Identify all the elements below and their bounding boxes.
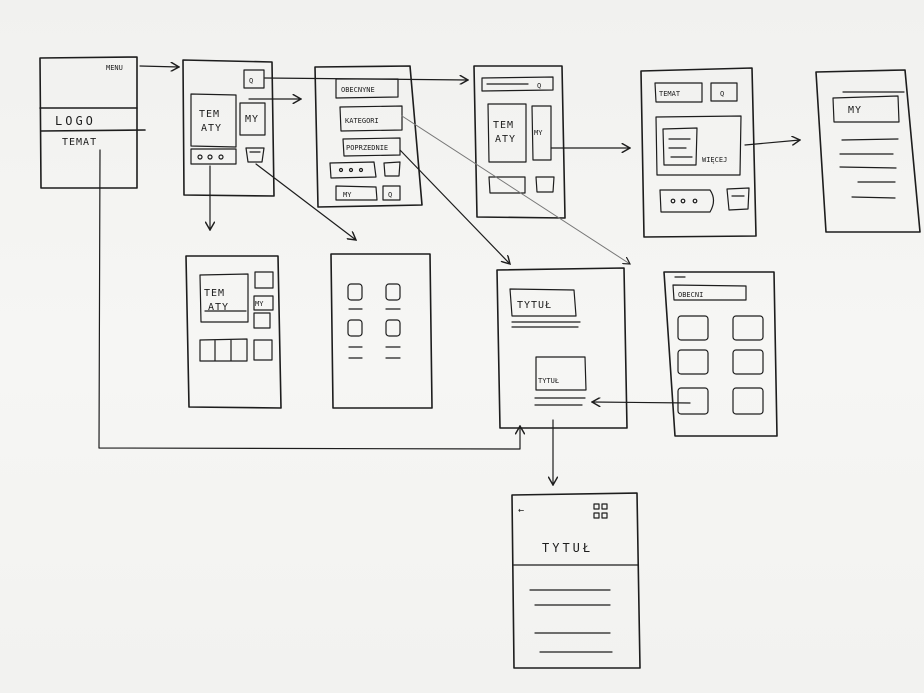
topic-label: TEMAT (62, 137, 97, 148)
topics-label-2: ATY (495, 134, 516, 145)
grid-icon (593, 503, 608, 519)
title-label-2: TYTUŁ (538, 377, 559, 385)
more-label: WIĘCEJ (702, 156, 727, 164)
us-label: MY (848, 105, 862, 116)
topic-label: TEMAT (659, 90, 681, 98)
topics-label-2: ATY (201, 123, 222, 134)
screen-detail: ← TYTUŁ (511, 492, 641, 669)
basket-icon (245, 147, 265, 163)
current-label: OBECNI (678, 291, 703, 299)
screen-main-alt: TEM ATY MY (185, 255, 282, 409)
title-label: TYTUŁ (542, 541, 593, 555)
basket-icon (253, 312, 271, 329)
search-icon: Q (249, 77, 253, 85)
screen-search: Q TEM ATY MY (473, 65, 566, 219)
screen-main: TEM ATY Q MY (182, 59, 275, 197)
screen-article: TYTUŁ TYTUŁ (496, 267, 628, 429)
title-label: TYTUŁ (517, 300, 552, 311)
topics-label: TEM (199, 109, 220, 120)
logo-label: LOGO (55, 114, 96, 128)
basket-icon (535, 176, 555, 193)
screen-topic: TEMAT Q WIĘCEJ (640, 67, 757, 238)
us-label: MY (245, 114, 259, 125)
back-arrow-icon: ← (518, 505, 525, 516)
us-label: MY (534, 129, 543, 137)
previous-label: POPRZEDNIE (346, 144, 388, 152)
basket-icon (726, 187, 750, 211)
topics-label-2: ATY (208, 302, 229, 313)
search-icon: Q (720, 90, 724, 98)
search-icon: Q (388, 191, 392, 199)
current-label: OBECNYNE (341, 86, 375, 94)
flow-arrows (98, 66, 800, 485)
basket-icon (383, 161, 401, 177)
us-label: MY (255, 300, 264, 308)
screen-current: OBECNI (663, 271, 778, 437)
categories-label: KATEGORI (345, 117, 379, 125)
us-label: MY (343, 191, 352, 199)
screen-us: MY (815, 69, 921, 233)
topics-label: TEM (493, 120, 514, 131)
topics-label: TEM (204, 288, 225, 299)
menu-label: MENU (106, 64, 123, 72)
screen-menu: OBECNYNE KATEGORI POPRZEDNIE MY Q (314, 65, 423, 208)
screen-grid (330, 253, 433, 409)
search-icon: Q (537, 82, 541, 90)
screen-home: MENU LOGO TEMAT (39, 56, 146, 189)
